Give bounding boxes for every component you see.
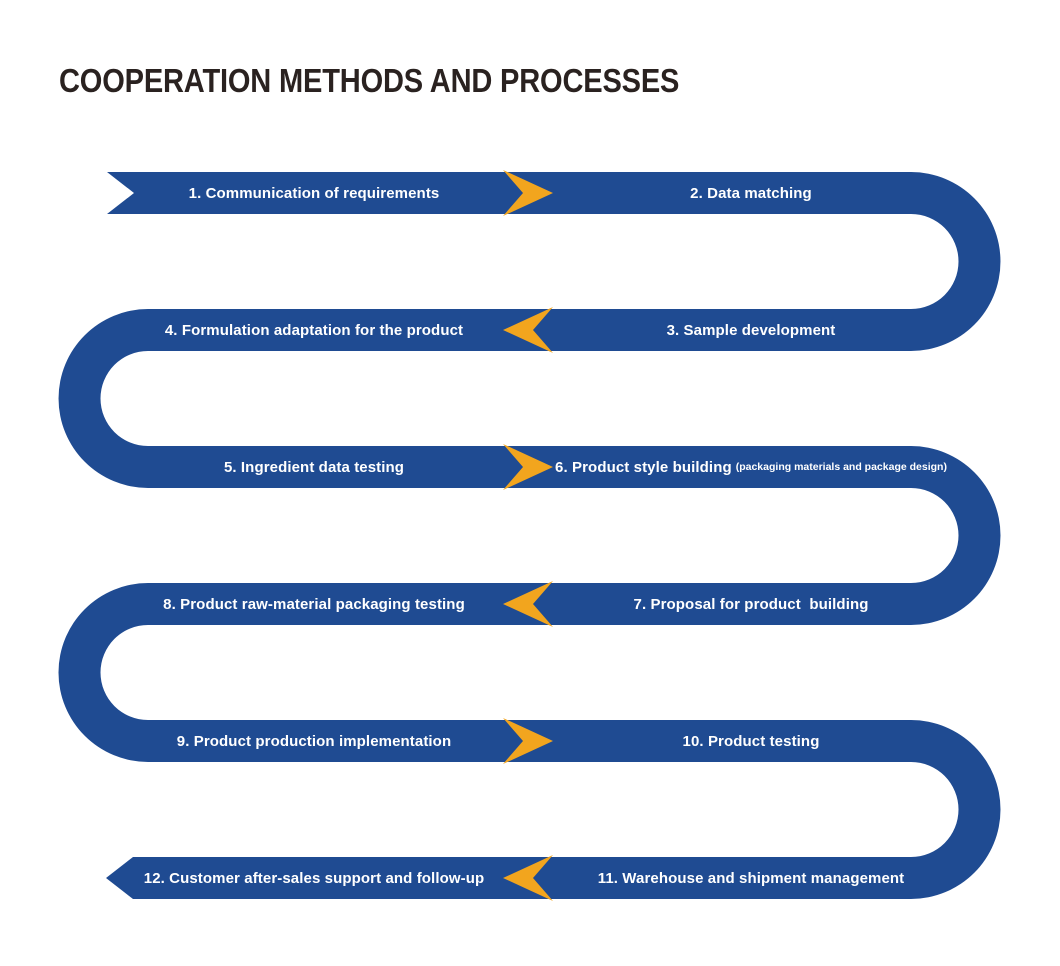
step-label-1: 1. Communication of requirements — [188, 184, 440, 202]
step-label-10: 10. Product testing — [682, 732, 820, 750]
step-label-4: 4. Formulation adaptation for the produc… — [164, 321, 464, 339]
step-label-12: 12. Customer after-sales support and fol… — [143, 869, 485, 887]
step-label-9: 9. Product production implementation — [176, 732, 452, 750]
step-label-6-main: 6. Product style building — [555, 458, 732, 476]
step-label-6: 6. Product style building (packaging mat… — [550, 446, 952, 488]
chevron-left-icon — [503, 855, 553, 901]
step-label-3: 3. Sample development — [666, 321, 836, 339]
chevron-left-icon — [503, 307, 553, 353]
step-label-2: 2. Data matching — [690, 184, 812, 202]
step-label-11: 11. Warehouse and shipment management — [597, 869, 905, 887]
chevron-left-icon — [503, 581, 553, 627]
chevron-right-icon — [503, 718, 553, 764]
step-label-5: 5. Ingredient data testing — [223, 458, 405, 476]
chevron-right-icon — [503, 444, 553, 490]
step-label-7: 7. Proposal for product building — [633, 595, 869, 613]
chevron-right-icon — [503, 170, 553, 216]
step-label-6-note: (packaging materials and package design) — [735, 461, 947, 473]
page-title: COOPERATION METHODS AND PROCESSES — [59, 62, 680, 99]
serpentine-ribbon-path — [58, 172, 1001, 899]
step-label-8: 8. Product raw-material packaging testin… — [163, 595, 465, 613]
